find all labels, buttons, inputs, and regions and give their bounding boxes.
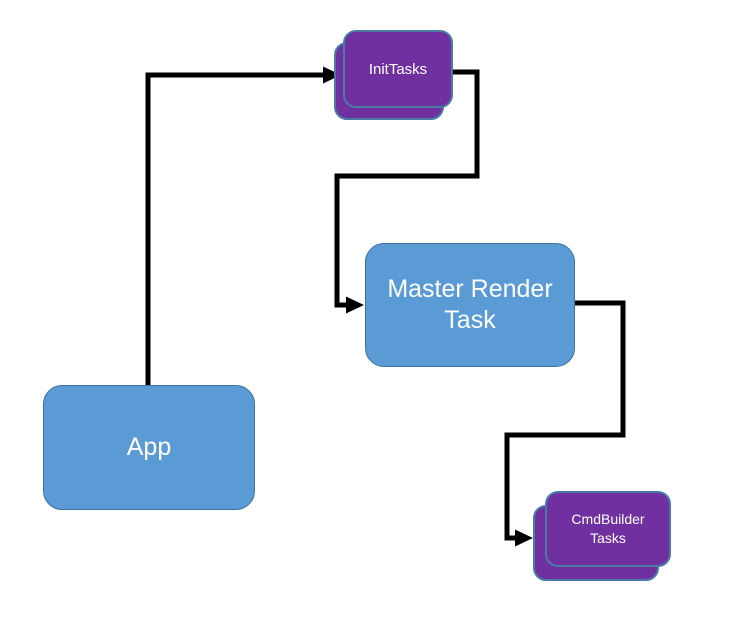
arrowhead-icon: [346, 296, 364, 314]
connector-line: [145, 72, 325, 385]
node-label: Master Render Task: [387, 275, 553, 334]
stack-front-layer: CmdBuilder Tasks: [545, 491, 671, 567]
stack-front-layer: InitTasks: [343, 30, 453, 108]
node-label: CmdBuilder Tasks: [571, 511, 645, 546]
connector-app-to-init-tasks: [145, 66, 341, 385]
node-master-render-task[interactable]: Master Render Task: [365, 243, 575, 367]
node-cmd-builder-tasks[interactable]: CmdBuilder Tasks: [533, 491, 671, 581]
node-init-tasks[interactable]: InitTasks: [334, 30, 453, 120]
node-label: App: [126, 433, 172, 461]
arrowhead-icon: [515, 529, 533, 547]
node-app[interactable]: App: [43, 385, 255, 510]
node-label: InitTasks: [368, 60, 428, 78]
